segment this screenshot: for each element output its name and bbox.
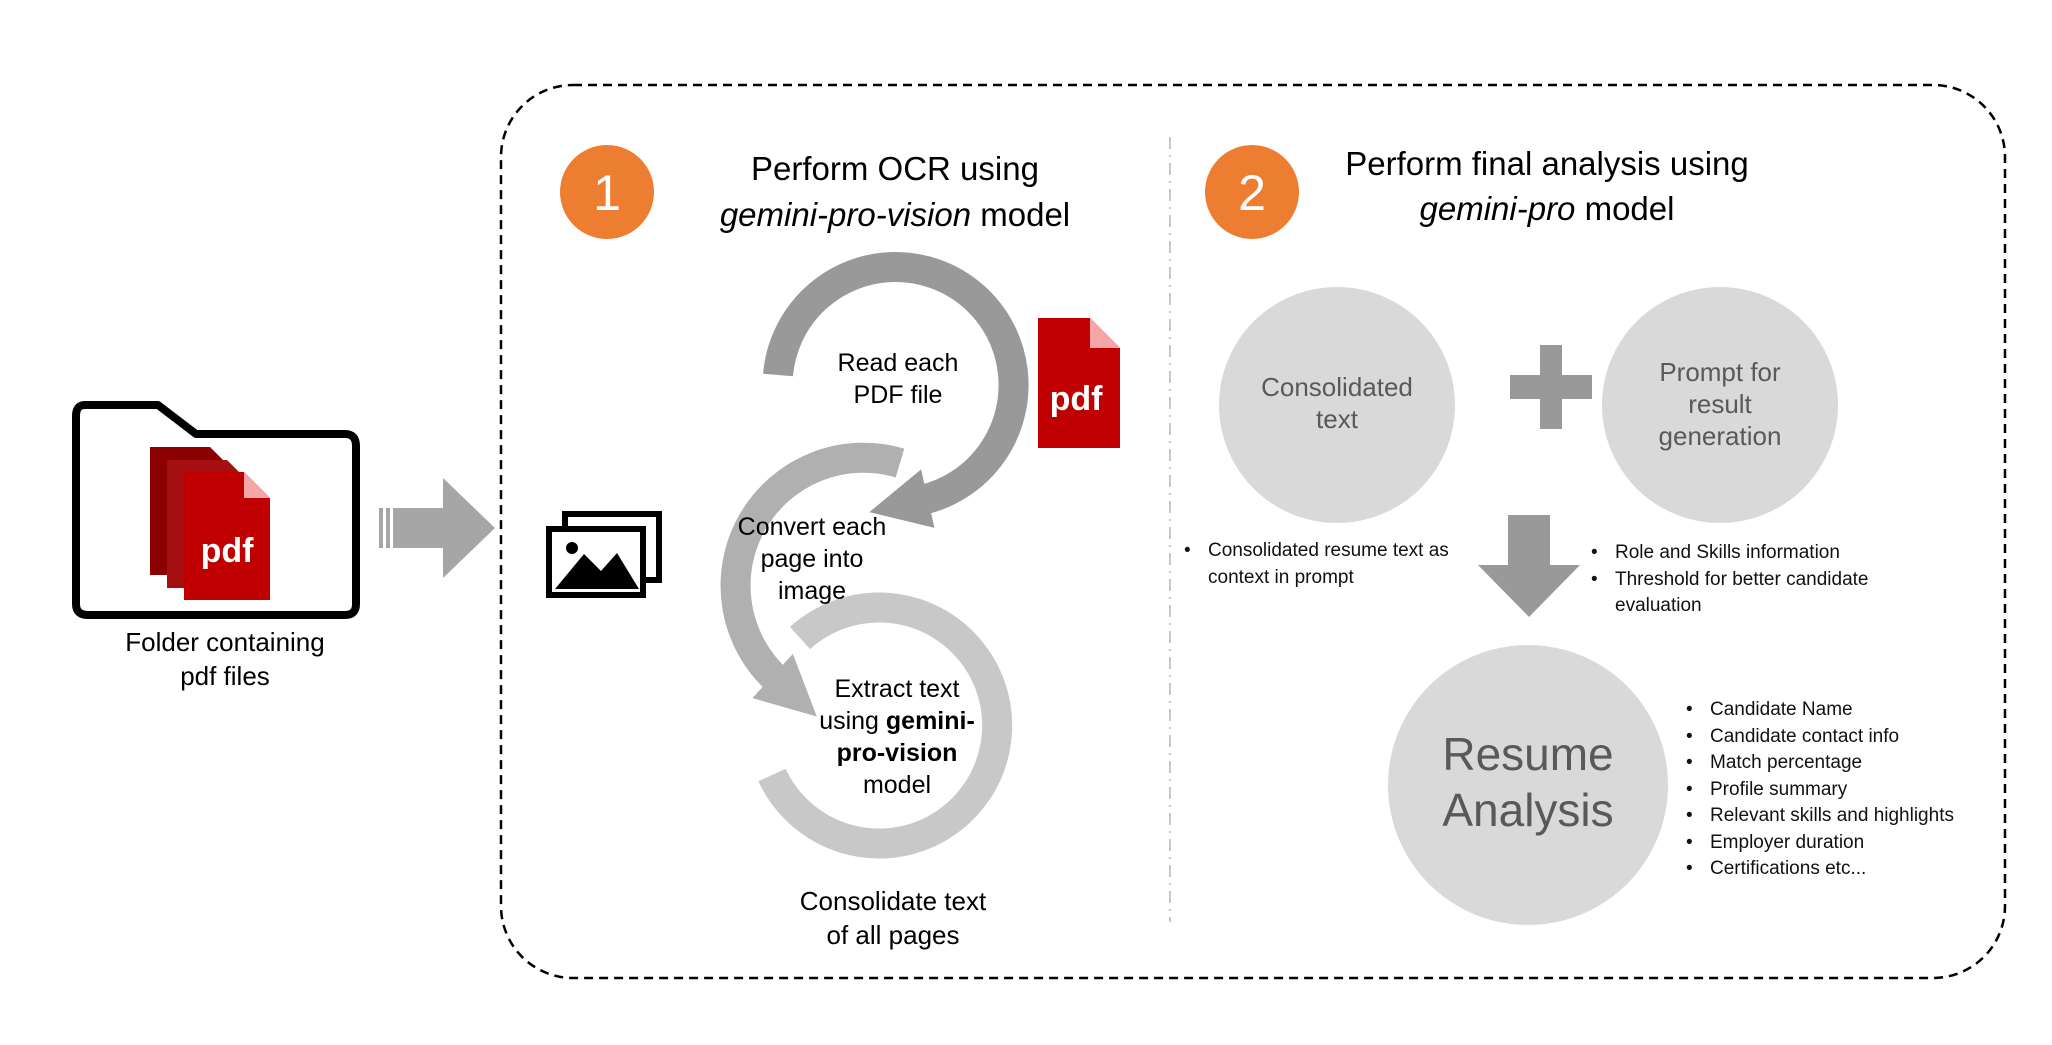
folder-caption-line1: Folder containing xyxy=(125,627,324,657)
cycle-extract-line4: model xyxy=(863,771,931,799)
cycle-extract-prefix: using xyxy=(819,707,886,735)
resume-analysis-line2: Analysis xyxy=(1442,784,1613,836)
down-arrow xyxy=(1478,515,1580,617)
input-b-note-item: Role and Skills information xyxy=(1585,540,1885,567)
consolidate-line1: Consolidate text xyxy=(800,886,987,916)
consolidate-line2: of all pages xyxy=(827,920,960,950)
resume-analysis-line1: Resume xyxy=(1442,728,1613,780)
cycle-extract-line3: pro-vision xyxy=(837,739,958,767)
resume-analysis-circle xyxy=(1388,645,1668,925)
input-a-note-item: Consolidated resume text as context in p… xyxy=(1178,538,1468,591)
input-a-notes-list: Consolidated resume text as context in p… xyxy=(1178,538,1468,591)
output-item: Candidate Name xyxy=(1680,697,2010,724)
consolidated-text-circle xyxy=(1219,287,1455,523)
step-1-title-line2: gemini-pro-vision model xyxy=(720,196,1070,233)
output-item: Employer duration xyxy=(1680,830,2010,857)
prompt-line1: Prompt for xyxy=(1659,357,1781,387)
step-1-model-name: gemini-pro-vision xyxy=(720,196,971,233)
prompt-circle xyxy=(1602,287,1838,523)
cycle-read-line2: PDF file xyxy=(854,381,943,409)
output-item: Certifications etc... xyxy=(1680,856,2010,883)
cycle-extract-model-a: gemini- xyxy=(886,707,975,735)
plus-icon xyxy=(1510,345,1592,429)
step-1-title-suffix: model xyxy=(971,196,1070,233)
output-item: Candidate contact info xyxy=(1680,724,2010,751)
step-2-title-line1: Perform final analysis using xyxy=(1345,145,1749,182)
cycle-convert-line2: page into xyxy=(761,545,864,573)
cycle-extract-line1: Extract text xyxy=(834,675,959,703)
cycle-convert-line1: Convert each xyxy=(738,513,887,541)
output-item: Relevant skills and highlights xyxy=(1680,803,2010,830)
step-2-model-name: gemini-pro xyxy=(1420,190,1576,227)
step-1-pdf-label: pdf xyxy=(1050,380,1104,418)
input-b-note-item: Threshold for better candidate evaluatio… xyxy=(1585,567,1885,620)
cycle-read-line1: Read each xyxy=(838,349,959,377)
cycle-convert-line3: image xyxy=(778,577,846,605)
folder-pdf-label: pdf xyxy=(201,532,255,570)
cycle-arrow-convert xyxy=(720,442,905,717)
input-b-notes: Role and Skills informationThreshold for… xyxy=(1585,540,1885,620)
input-b-notes-list: Role and Skills informationThreshold for… xyxy=(1585,540,1885,620)
step-2-title-suffix: model xyxy=(1575,190,1674,227)
process-container xyxy=(499,83,2007,980)
step-2-title-line2: gemini-pro model xyxy=(1420,190,1675,227)
output-item: Profile summary xyxy=(1680,777,2010,804)
step-2-number: 2 xyxy=(1238,165,1266,221)
cycle-arrow-read xyxy=(763,252,1029,528)
step-1-badge: 1 xyxy=(560,145,654,239)
prompt-line2: result xyxy=(1688,389,1752,419)
prompt-line3: generation xyxy=(1659,421,1782,451)
folder-caption-line2: pdf files xyxy=(180,661,270,691)
step-1-number: 1 xyxy=(593,165,621,221)
flow-block-arrow xyxy=(379,478,495,578)
pdf-file-icon: pdf xyxy=(1038,318,1120,448)
output-items: Candidate NameCandidate contact infoMatc… xyxy=(1680,697,2010,883)
cycle-ring-extract xyxy=(758,592,1013,859)
output-item: Match percentage xyxy=(1680,750,2010,777)
step-1-title-line1: Perform OCR using xyxy=(751,150,1039,187)
image-icon xyxy=(546,511,662,598)
cycle-extract-line2: using gemini- xyxy=(819,707,975,735)
step-2-badge: 2 xyxy=(1205,145,1299,239)
consolidated-text-line1: Consolidated xyxy=(1261,372,1413,402)
input-a-notes: Consolidated resume text as context in p… xyxy=(1178,538,1468,591)
consolidated-text-line2: text xyxy=(1316,404,1359,434)
pdf-files-icon: pdf xyxy=(150,447,270,600)
output-items-list: Candidate NameCandidate contact infoMatc… xyxy=(1680,697,2010,883)
